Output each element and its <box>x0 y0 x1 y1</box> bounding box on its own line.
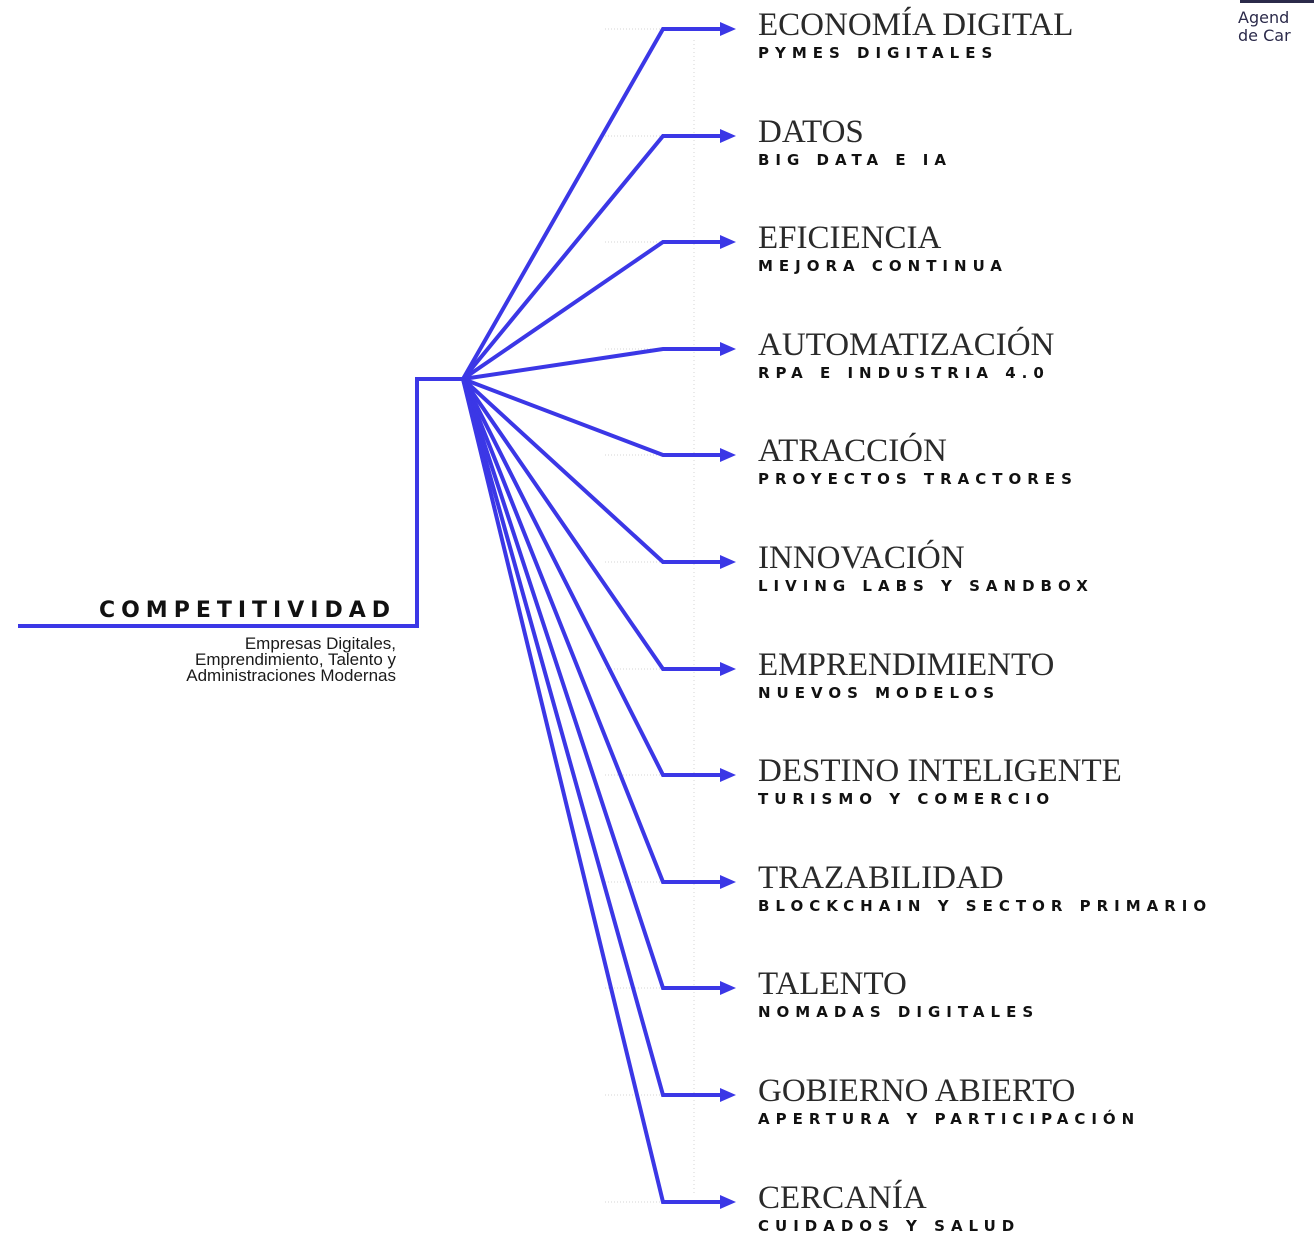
branch-subtitle: LIVING LABS Y SANDBOX <box>758 577 1094 595</box>
root-subtitle-line: Empresas Digitales, <box>244 634 396 653</box>
branch-title: GOBIERNO ABIERTO <box>758 1073 1076 1109</box>
arrowhead-icon <box>720 981 736 995</box>
logo-text-line: Agend <box>1238 8 1290 27</box>
branch-title: ATRACCIÓN <box>758 433 947 469</box>
branch-title: EFICIENCIA <box>758 220 942 256</box>
branch-connector <box>461 27 724 380</box>
branch-title: CERCANÍA <box>758 1180 927 1216</box>
logo-mark <box>1240 0 1314 9</box>
branch-connector <box>461 377 724 671</box>
branch-connector <box>461 134 724 381</box>
branch-subtitle: PYMES DIGITALES <box>758 44 999 62</box>
arrowhead-icon <box>720 22 736 36</box>
branch-connector <box>461 378 724 990</box>
branch-title: EMPRENDIMIENTO <box>758 647 1055 683</box>
root-subtitle: Empresas Digitales, Emprendimiento, Tale… <box>60 634 396 685</box>
root-subtitle-line: Emprendimiento, Talento y <box>195 650 396 669</box>
logo: Agend de Car <box>1238 0 1314 60</box>
branch-title: DATOS <box>758 114 864 150</box>
arrowhead-icon <box>720 875 736 889</box>
arrowhead-icon <box>720 555 736 569</box>
branch-subtitle: NUEVOS MODELOS <box>758 684 1001 702</box>
branch-connector <box>462 377 724 457</box>
branch-connector <box>461 378 724 777</box>
arrowhead-icon <box>720 768 736 782</box>
arrowhead-icon <box>720 662 736 676</box>
branch-subtitle: NOMADAS DIGITALES <box>758 1003 1040 1021</box>
branch-subtitle: RPA E INDUSTRIA 4.0 <box>758 364 1050 382</box>
branch-subtitle: APERTURA Y PARTICIPACIÓN <box>758 1110 1141 1128</box>
branch-title: ECONOMÍA DIGITAL <box>758 7 1074 43</box>
branch-connector <box>461 377 724 564</box>
root-title: COMPETITIVIDAD <box>98 598 396 623</box>
arrowhead-icon <box>720 129 736 143</box>
arrowhead-icon <box>720 448 736 462</box>
branch-connector <box>462 347 724 381</box>
arrowhead-icon <box>720 235 736 249</box>
branch-title: INNOVACIÓN <box>758 540 965 576</box>
arrowhead-icon <box>720 342 736 356</box>
branch-connector <box>461 378 724 1204</box>
branch-subtitle: MEJORA CONTINUA <box>758 257 1008 275</box>
root-stem <box>18 377 463 628</box>
branch-connector <box>461 378 724 884</box>
branch-subtitle: TURISMO Y COMERCIO <box>758 790 1056 808</box>
arrowhead-icon <box>720 1088 736 1102</box>
branch-title: TALENTO <box>758 966 907 1002</box>
branch-subtitle: BLOCKCHAIN Y SECTOR PRIMARIO <box>758 897 1213 915</box>
branch-title: DESTINO INTELIGENTE <box>758 753 1122 789</box>
branch-title: AUTOMATIZACIÓN <box>758 327 1055 363</box>
logo-text-line: de Car <box>1238 26 1291 45</box>
arrowhead-icon <box>720 1195 736 1209</box>
branch-subtitle: CUIDADOS Y SALUD <box>758 1217 1021 1235</box>
branch-connector <box>461 240 724 381</box>
branch-subtitle: BIG DATA E IA <box>758 151 953 169</box>
root-subtitle-line: Administraciones Modernas <box>186 666 396 685</box>
branch-connector <box>461 378 724 1097</box>
branch-subtitle: PROYECTOS TRACTORES <box>758 470 1078 488</box>
branch-title: TRAZABILIDAD <box>758 860 1004 896</box>
